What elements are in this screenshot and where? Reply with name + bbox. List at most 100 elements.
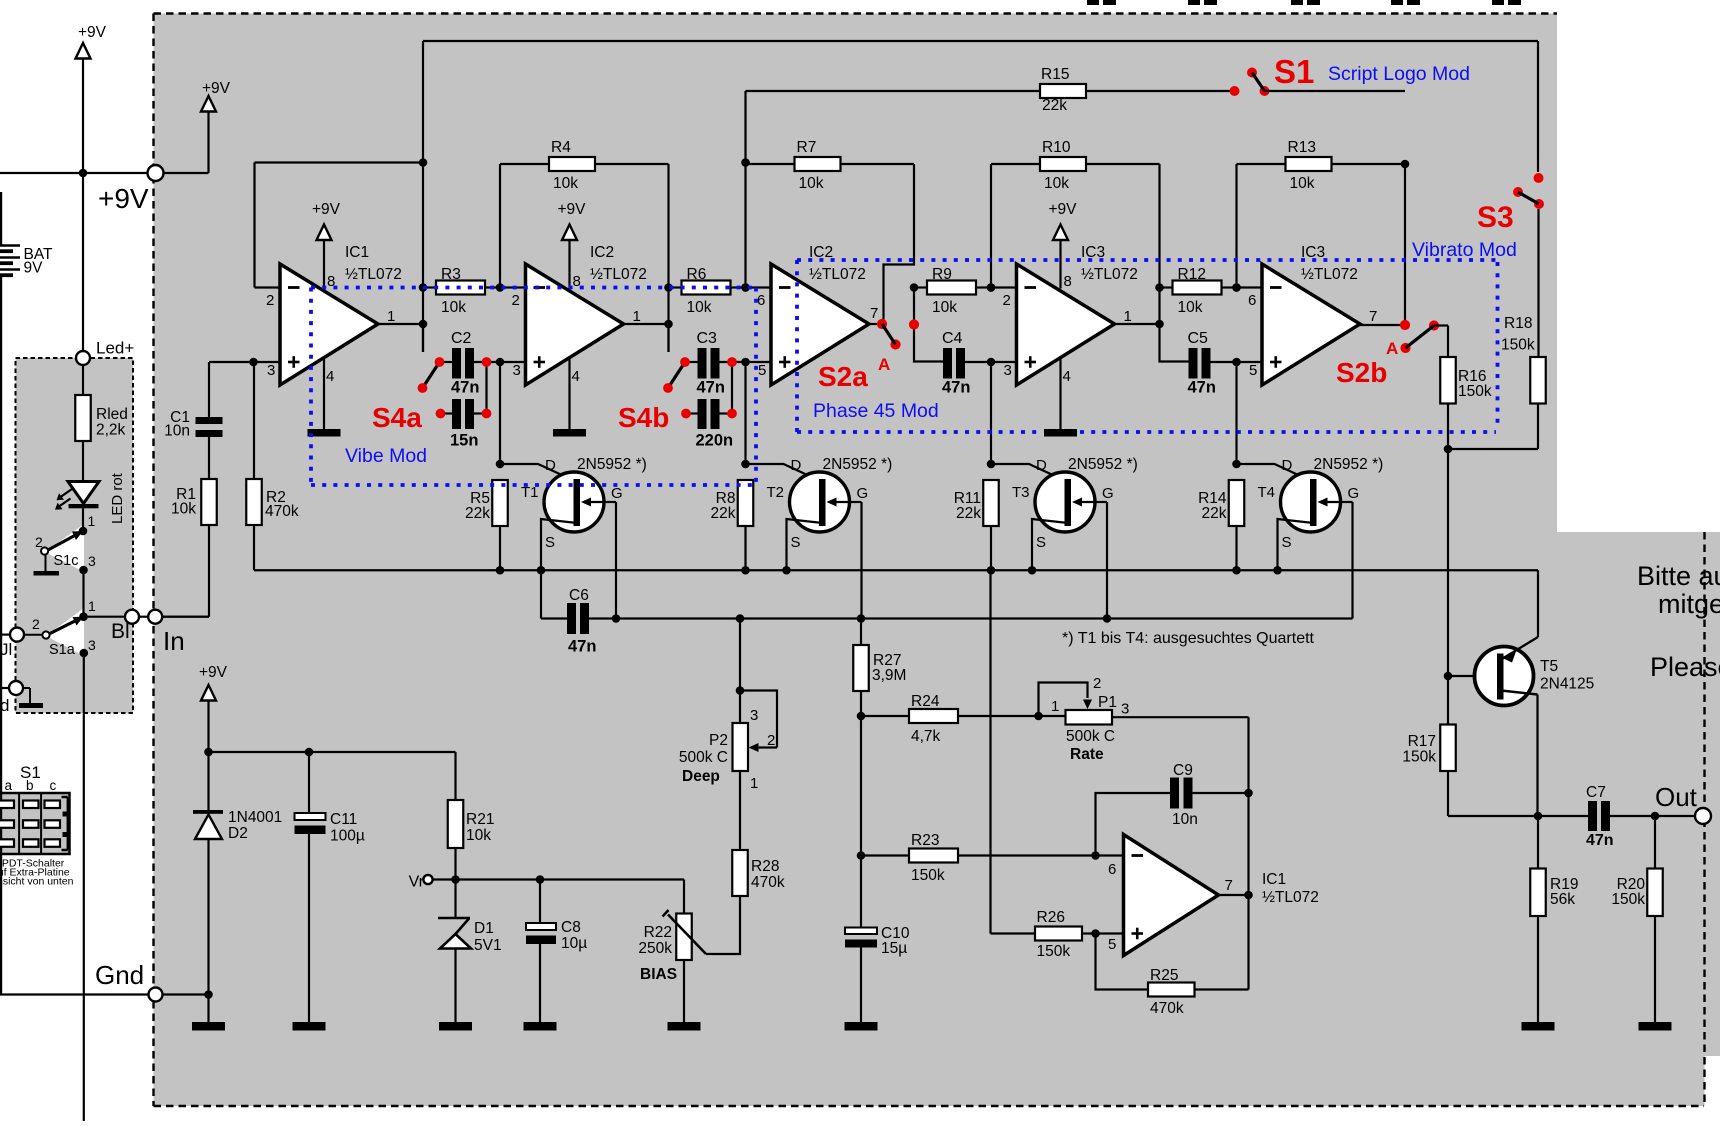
svg-text:R15: R15: [1041, 66, 1069, 83]
svg-text:C8: C8: [561, 919, 581, 936]
svg-text:T5: T5: [1540, 658, 1558, 675]
svg-text:3: 3: [750, 707, 758, 724]
svg-text:R24: R24: [911, 693, 940, 710]
svg-text:c: c: [50, 778, 57, 793]
svg-text:b: b: [26, 778, 34, 793]
svg-text:Out: Out: [1655, 782, 1698, 812]
svg-text:2N5952 *): 2N5952 *): [823, 456, 893, 473]
svg-text:2N5952 *): 2N5952 *): [1314, 456, 1384, 473]
svg-text:R25: R25: [1150, 967, 1178, 984]
svg-text:Rate: Rate: [1070, 746, 1104, 763]
svg-text:3: 3: [88, 553, 96, 569]
svg-text:1: 1: [1051, 698, 1059, 715]
svg-text:22k: 22k: [956, 505, 981, 522]
svg-text:10k: 10k: [1178, 299, 1203, 316]
svg-text:C5: C5: [1188, 330, 1209, 347]
svg-text:2N4125: 2N4125: [1540, 676, 1594, 693]
svg-text:+9V: +9V: [78, 24, 107, 41]
svg-text:Vibrato Mod: Vibrato Mod: [1412, 239, 1517, 261]
svg-text:S2b: S2b: [1336, 357, 1387, 388]
svg-text:G: G: [1102, 485, 1114, 502]
svg-text:5: 5: [1108, 936, 1116, 953]
svg-text:56k: 56k: [1550, 891, 1575, 908]
svg-text:½TL072: ½TL072: [345, 266, 402, 283]
svg-text:6: 6: [1248, 292, 1256, 309]
svg-text:S: S: [791, 534, 801, 551]
svg-text:R21: R21: [466, 811, 494, 828]
svg-text:G: G: [857, 485, 869, 502]
svg-text:S4a: S4a: [372, 402, 422, 433]
svg-text:470k: 470k: [1150, 1000, 1184, 1017]
svg-text:3: 3: [267, 362, 275, 379]
svg-text:S: S: [1036, 534, 1046, 551]
svg-text:47n: 47n: [942, 379, 970, 397]
svg-text:R18: R18: [1504, 315, 1532, 332]
svg-text:½TL072: ½TL072: [1301, 266, 1358, 283]
svg-text:Script Logo Mod: Script Logo Mod: [1328, 63, 1470, 85]
svg-text:2: 2: [1093, 675, 1101, 692]
svg-text:Deep: Deep: [682, 768, 720, 785]
svg-text:10k: 10k: [441, 299, 466, 316]
svg-text:47n: 47n: [697, 379, 725, 397]
svg-text:4,7k: 4,7k: [911, 728, 941, 745]
svg-text:4: 4: [326, 368, 334, 385]
svg-text:a: a: [5, 778, 13, 793]
svg-text:1N4001: 1N4001: [228, 809, 282, 826]
svg-text:2: 2: [512, 292, 520, 309]
svg-text:C4: C4: [942, 330, 963, 347]
svg-text:150k: 150k: [911, 867, 945, 884]
svg-text:7: 7: [1225, 877, 1233, 894]
svg-text:1: 1: [88, 598, 96, 614]
svg-text:150k: 150k: [1501, 337, 1535, 354]
svg-text:500k C: 500k C: [679, 749, 728, 766]
svg-text:C3: C3: [697, 330, 718, 347]
svg-text:150k: 150k: [1458, 383, 1492, 400]
svg-text:Bl: Bl: [111, 620, 130, 643]
svg-text:4: 4: [1063, 368, 1071, 385]
svg-text:250k: 250k: [638, 940, 672, 957]
svg-text:10k: 10k: [1290, 175, 1315, 192]
svg-text:10µ: 10µ: [561, 935, 587, 952]
svg-text:+9V: +9V: [98, 183, 149, 214]
svg-text:2,2k: 2,2k: [96, 422, 126, 439]
svg-text:A: A: [878, 355, 890, 374]
svg-text:6: 6: [757, 292, 765, 309]
svg-text:22k: 22k: [1202, 505, 1227, 522]
svg-text:R23: R23: [911, 832, 939, 849]
svg-text:½TL072: ½TL072: [590, 266, 647, 283]
svg-text:LED rot: LED rot: [109, 472, 126, 524]
svg-text:S: S: [1282, 534, 1292, 551]
svg-text:S4b: S4b: [618, 402, 669, 433]
svg-text:10k: 10k: [466, 827, 491, 844]
svg-text:22k: 22k: [1042, 97, 1067, 114]
svg-text:Ansicht von unten: Ansicht von unten: [0, 876, 74, 888]
svg-text:2: 2: [266, 292, 274, 309]
svg-text:Please: Please: [1650, 652, 1720, 682]
svg-text:P1: P1: [1098, 694, 1117, 711]
svg-text:22k: 22k: [711, 505, 736, 522]
svg-text:S1c: S1c: [54, 553, 79, 569]
svg-text:15n: 15n: [450, 432, 478, 450]
svg-text:5V1: 5V1: [474, 937, 502, 954]
svg-text:10k: 10k: [799, 175, 824, 192]
svg-text:1: 1: [88, 513, 96, 529]
svg-text:3: 3: [1004, 362, 1012, 379]
svg-text:Phase 45 Mod: Phase 45 Mod: [813, 400, 939, 422]
svg-text:5: 5: [1249, 362, 1257, 379]
svg-text:1: 1: [1124, 308, 1132, 325]
svg-text:R28: R28: [751, 858, 779, 875]
svg-text:10n: 10n: [1172, 811, 1198, 828]
svg-text:In: In: [163, 626, 185, 656]
svg-text:S2a: S2a: [818, 361, 868, 392]
svg-text:R10: R10: [1042, 139, 1071, 156]
svg-text:d: d: [0, 696, 9, 715]
svg-text:C9: C9: [1173, 762, 1193, 779]
svg-text:22k: 22k: [465, 505, 490, 522]
svg-text:+9V: +9V: [202, 80, 231, 97]
svg-text:47n: 47n: [451, 379, 479, 397]
svg-text:47n: 47n: [1586, 832, 1614, 849]
svg-text:G: G: [611, 485, 623, 502]
svg-text:D: D: [1036, 457, 1047, 474]
svg-text:2N5952 *): 2N5952 *): [577, 456, 647, 473]
svg-text:D: D: [791, 457, 802, 474]
